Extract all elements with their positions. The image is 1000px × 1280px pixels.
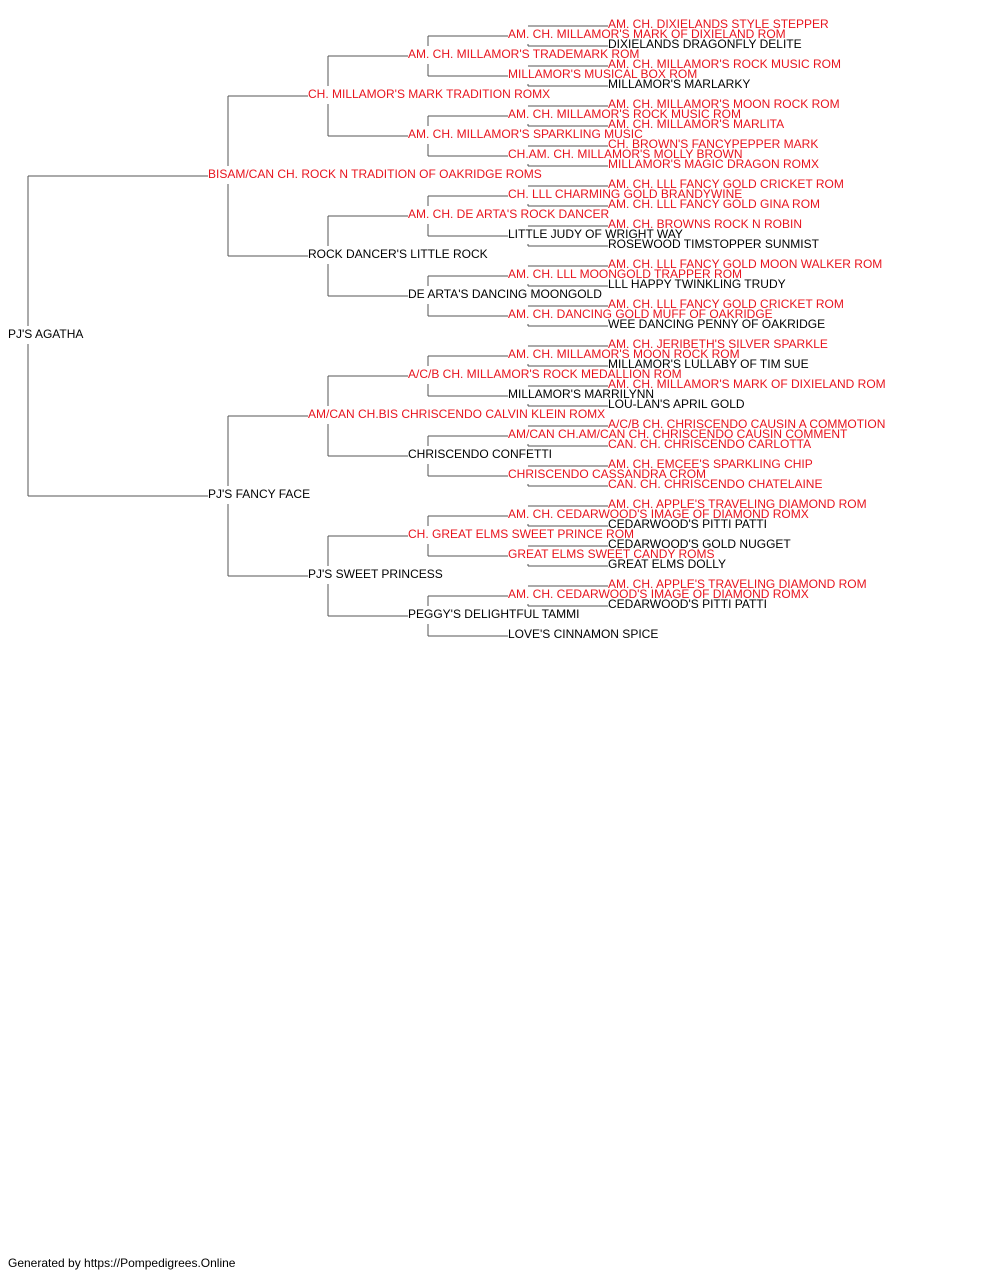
- ancestor-name: MILLAMOR'S MAGIC DRAGON ROMX: [608, 157, 819, 171]
- ancestor-name: AM. CH. EMCEE'S SPARKLING CHIP: [608, 457, 813, 471]
- ancestor-name: MILLAMOR'S MARLARKY: [608, 77, 750, 91]
- ancestor-name: A/C/B CH. CHRISCENDO CAUSIN A COMMOTION: [608, 417, 885, 431]
- ancestor-name: AM/CAN CH.BIS CHRISCENDO CALVIN KLEIN RO…: [308, 407, 605, 421]
- ancestor-name: MILLAMOR'S LULLABY OF TIM SUE: [608, 357, 809, 371]
- ancestor-name: AM. CH. LLL FANCY GOLD GINA ROM: [608, 197, 820, 211]
- ancestor-name: CAN. CH. CHRISCENDO CARLOTTA: [608, 437, 811, 451]
- ancestor-name: AM. CH. DIXIELANDS STYLE STEPPER: [608, 17, 829, 31]
- ancestor-name: AM. CH. LLL FANCY GOLD CRICKET ROM: [608, 177, 844, 191]
- ancestor-name: ROSEWOOD TIMSTOPPER SUNMIST: [608, 237, 820, 251]
- ancestor-name: CHRISCENDO CASSANDRA CROM: [508, 467, 706, 481]
- ancestor-name: MILLAMOR'S MARRILYNN: [508, 387, 654, 401]
- ancestor-name: BISAM/CAN CH. ROCK N TRADITION OF OAKRID…: [208, 167, 542, 181]
- ancestor-name: DIXIELANDS DRAGONFLY DELITE: [608, 37, 802, 51]
- ancestor-name: AM. CH. CEDARWOOD'S IMAGE OF DIAMOND ROM…: [508, 507, 809, 521]
- ancestor-name: CH. GREAT ELMS SWEET PRINCE ROM: [408, 527, 634, 541]
- ancestor-name: AM. CH. MILLAMOR'S MOON ROCK ROM: [608, 97, 840, 111]
- ancestor-name: CEDARWOOD'S PITTI PATTI: [608, 517, 767, 531]
- ancestor-name: CH.AM. CH. MILLAMOR'S MOLLY BROWN: [508, 147, 743, 161]
- ancestor-name: CH. MILLAMOR'S MARK TRADITION ROMX: [308, 87, 550, 101]
- ancestor-name: CEDARWOOD'S GOLD NUGGET: [608, 537, 791, 551]
- ancestor-name: CEDARWOOD'S PITTI PATTI: [608, 597, 767, 611]
- ancestor-name: AM. CH. LLL FANCY GOLD MOON WALKER ROM: [608, 257, 882, 271]
- ancestor-name: PJ'S SWEET PRINCESS: [308, 567, 443, 581]
- ancestor-name: GREAT ELMS DOLLY: [608, 557, 726, 571]
- ancestor-name: CAN. CH. CHRISCENDO CHATELAINE: [608, 477, 822, 491]
- ancestor-name: AM. CH. MILLAMOR'S MOON ROCK ROM: [508, 347, 740, 361]
- ancestor-name: MILLAMOR'S MUSICAL BOX ROM: [508, 67, 697, 81]
- connector-lines: [27, 25, 608, 637]
- ancestor-name: AM. CH. BROWNS ROCK N ROBIN: [608, 217, 802, 231]
- ancestor-name: PJ'S FANCY FACE: [208, 487, 310, 501]
- ancestor-name: DE ARTA'S DANCING MOONGOLD: [408, 287, 602, 301]
- ancestor-name: CH. BROWN'S FANCYPEPPER MARK: [608, 137, 818, 151]
- ancestor-name: CH. LLL CHARMING GOLD BRANDYWINE: [508, 187, 742, 201]
- ancestor-names: PJ'S AGATHA BISAM/CAN CH. ROCK N TRADITIO…: [8, 17, 886, 641]
- ancestor-name: AM. CH. MILLAMOR'S MARK OF DIXIELAND ROM: [508, 27, 786, 41]
- ancestor-name: AM. CH. MILLAMOR'S MARLITA: [608, 117, 784, 131]
- ancestor-name: LOU-LAN'S APRIL GOLD: [608, 397, 745, 411]
- ancestor-name: AM. CH. LLL FANCY GOLD CRICKET ROM: [608, 297, 844, 311]
- ancestor-name: PEGGY'S DELIGHTFUL TAMMI: [408, 607, 579, 621]
- ancestor-name: AM/CAN CH.AM/CAN CH. CHRISCENDO CAUSIN C…: [508, 427, 848, 441]
- ancestor-name: WEE DANCING PENNY OF OAKRIDGE: [608, 317, 825, 331]
- ancestor-name: LITTLE JUDY OF WRIGHT WAY: [508, 227, 683, 241]
- ancestor-name: CHRISCENDO CONFETTI: [408, 447, 552, 461]
- ancestor-name: A/C/B CH. MILLAMOR'S ROCK MEDALLION ROM: [408, 367, 682, 381]
- ancestor-name: AM. CH. JERIBETH'S SILVER SPARKLE: [608, 337, 828, 351]
- ancestor-name: AM. CH. CEDARWOOD'S IMAGE OF DIAMOND ROM…: [508, 587, 809, 601]
- ancestor-name: LOVE'S CINNAMON SPICE: [508, 627, 658, 641]
- ancestor-name: AM. CH. MILLAMOR'S MARK OF DIXIELAND ROM: [608, 377, 886, 391]
- ancestor-name: ROCK DANCER'S LITTLE ROCK: [308, 247, 488, 261]
- ancestor-name: AM. CH. MILLAMOR'S ROCK MUSIC ROM: [608, 57, 841, 71]
- ancestor-name: AM. CH. MILLAMOR'S ROCK MUSIC ROM: [508, 107, 741, 121]
- generated-by-footer: Generated by https://Pompedigrees.Online: [8, 1256, 236, 1270]
- ancestor-name: AM. CH. LLL MOONGOLD TRAPPER ROM: [508, 267, 742, 281]
- ancestor-name: AM. CH. APPLE'S TRAVELING DIAMOND ROM: [608, 497, 867, 511]
- ancestor-name: AM. CH. DANCING GOLD MUFF OF OAKRIDGE: [508, 307, 773, 321]
- ancestor-name: AM. CH. DE ARTA'S ROCK DANCER: [408, 207, 610, 221]
- ancestor-name: AM. CH. MILLAMOR'S SPARKLING MUSIC: [408, 127, 643, 141]
- ancestor-name: AM. CH. MILLAMOR'S TRADEMARK ROM: [408, 47, 639, 61]
- ancestor-name: LLL HAPPY TWINKLING TRUDY: [608, 277, 786, 291]
- subject-name: PJ'S AGATHA: [8, 327, 83, 341]
- ancestor-name: AM. CH. APPLE'S TRAVELING DIAMOND ROM: [608, 577, 867, 591]
- ancestor-name: GREAT ELMS SWEET CANDY ROMS: [508, 547, 714, 561]
